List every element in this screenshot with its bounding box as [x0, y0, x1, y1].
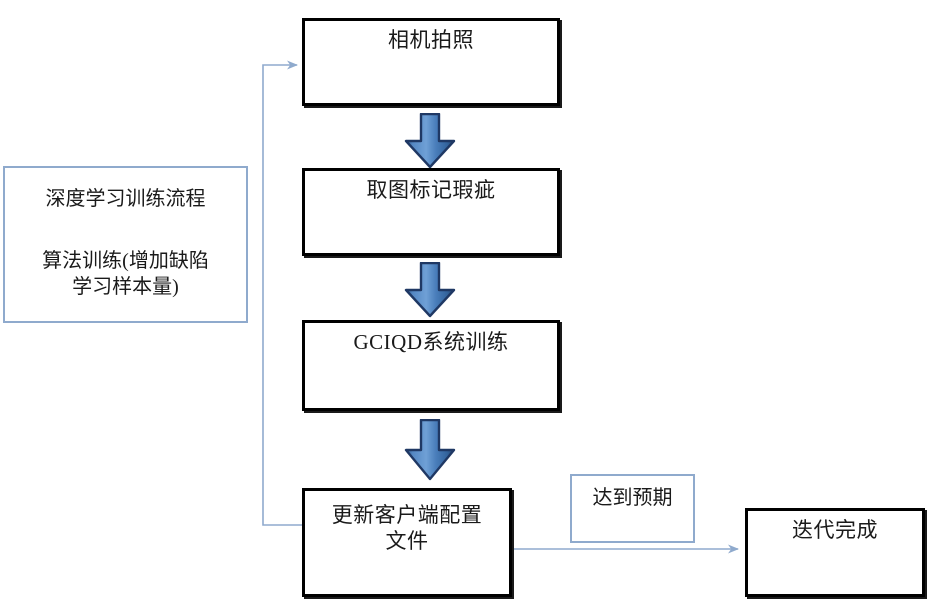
note-line-3: 学习样本量) — [72, 276, 179, 298]
end-label-iteration-complete: 迭代完成 — [792, 518, 878, 542]
end-box-iteration-complete[interactable]: 迭代完成 — [745, 508, 925, 597]
note-line-1: 深度学习训练流程 — [45, 188, 206, 210]
step-label-update-client-config-line1: 更新客户端配置 — [331, 503, 483, 527]
arrow-mark-to-train — [404, 262, 456, 318]
condition-label-meets-expectation: 达到预期 — [592, 487, 673, 509]
note-box-training-process: 深度学习训练流程 算法训练(增加缺陷 学习样本量) — [3, 166, 248, 323]
step-box-update-client-config[interactable]: 更新客户端配置 文件 — [302, 488, 512, 597]
arrow-camera-to-mark — [404, 113, 456, 169]
step-label-camera: 相机拍照 — [388, 28, 474, 52]
arrow-train-to-update — [404, 419, 456, 481]
step-label-mark-defects: 取图标记瑕疵 — [366, 178, 496, 202]
step-label-gciqd-training: GCIQD系统训练 — [353, 330, 509, 354]
note-line-2: 算法训练(增加缺陷 — [42, 250, 209, 272]
step-label-update-client-config-line2: 文件 — [385, 528, 429, 553]
feedback-loop-connector — [262, 60, 305, 526]
step-box-mark-defects[interactable]: 取图标记瑕疵 — [302, 168, 560, 256]
step-box-gciqd-training[interactable]: GCIQD系统训练 — [302, 320, 560, 411]
step-box-camera[interactable]: 相机拍照 — [302, 18, 560, 106]
condition-box-meets-expectation: 达到预期 — [570, 474, 695, 543]
